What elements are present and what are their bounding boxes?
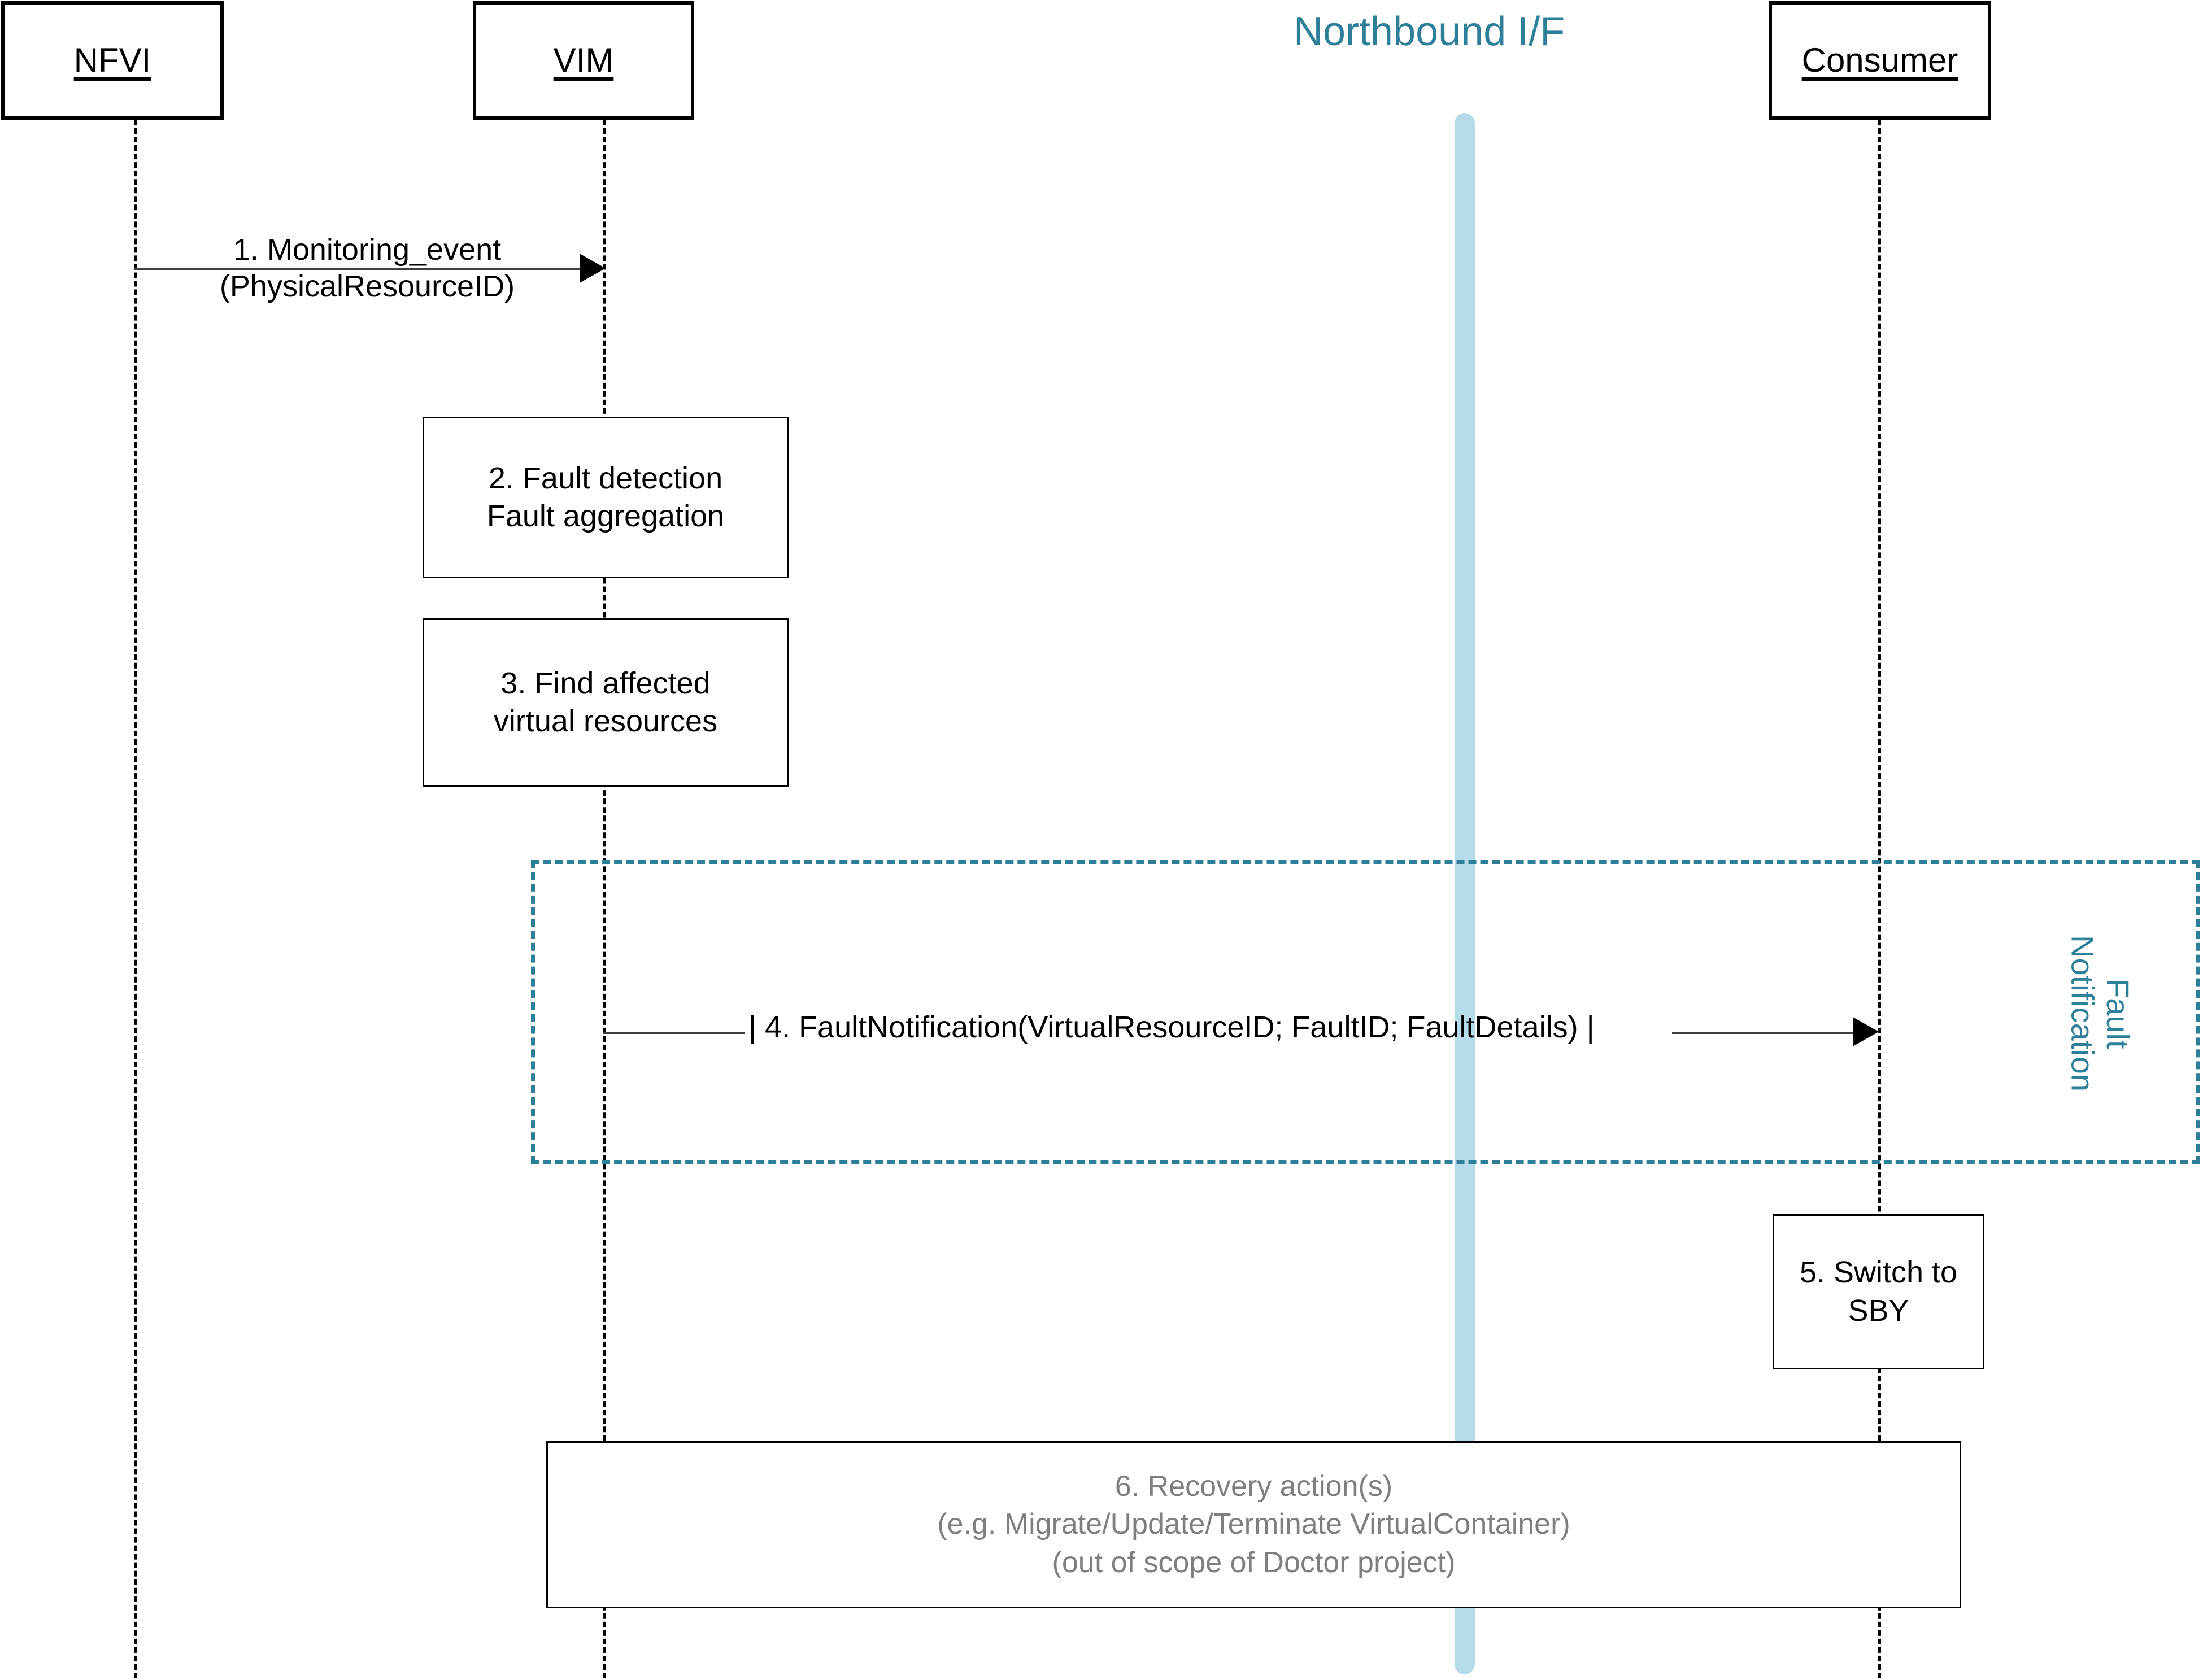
northbound-interface-title: Northbound I/F	[1294, 9, 1565, 54]
fragment-fault-notification-label: Fault Notification	[2065, 935, 2136, 1092]
action-box-find-affected-resources[interactable]: 3. Find affected virtual resources	[423, 618, 789, 787]
action-box-fault-detection-line2: Fault aggregation	[486, 499, 725, 533]
action-box-find-affected-resources-line2: virtual resources	[493, 704, 718, 738]
participant-vim[interactable]: VIM	[473, 1, 694, 120]
participant-vim-label: VIM	[553, 41, 614, 79]
action-box-fault-detection-line1: 2. Fault detection	[488, 461, 723, 495]
lifeline-vim	[603, 120, 606, 1678]
participant-consumer-label: Consumer	[1801, 41, 1958, 79]
message-1-line	[134, 268, 581, 270]
participant-nfvi[interactable]: NFVI	[1, 1, 224, 120]
action-box-recovery-actions-line2: (e.g. Migrate/Update/Terminate VirtualCo…	[937, 1508, 1570, 1541]
message-4-label: | 4. FaultNotification(VirtualResourceID…	[748, 1010, 1595, 1044]
action-box-recovery-actions[interactable]: 6. Recovery action(s) (e.g. Migrate/Upda…	[546, 1441, 1961, 1608]
message-1-arrowhead-icon	[580, 254, 606, 283]
participant-nfvi-label: NFVI	[73, 41, 151, 79]
message-4-line-right	[1672, 1032, 1864, 1034]
northbound-interface-bar	[1455, 113, 1475, 1674]
message-4-arrowhead-icon	[1853, 1017, 1879, 1046]
action-box-switch-to-sby[interactable]: 5. Switch to SBY	[1773, 1214, 1984, 1369]
message-4-line-left	[603, 1032, 745, 1034]
action-box-find-affected-resources-line1: 3. Find affected	[500, 666, 711, 700]
fragment-fault-notification	[531, 860, 2200, 1164]
lifeline-consumer	[1878, 120, 1881, 1678]
message-1-label-line1: 1. Monitoring_event	[233, 233, 502, 267]
lifeline-nfvi	[134, 120, 137, 1678]
action-box-switch-to-sby-line1: 5. Switch to	[1799, 1255, 1958, 1289]
action-box-switch-to-sby-line2: SBY	[1848, 1293, 1909, 1328]
participant-consumer[interactable]: Consumer	[1769, 1, 1991, 120]
action-box-fault-detection[interactable]: 2. Fault detection Fault aggregation	[423, 417, 789, 578]
action-box-recovery-actions-line3: (out of scope of Doctor project)	[1052, 1546, 1456, 1579]
action-box-recovery-actions-line1: 6. Recovery action(s)	[1114, 1469, 1393, 1503]
message-1-label-line2: (PhysicalResourceID)	[219, 269, 515, 303]
